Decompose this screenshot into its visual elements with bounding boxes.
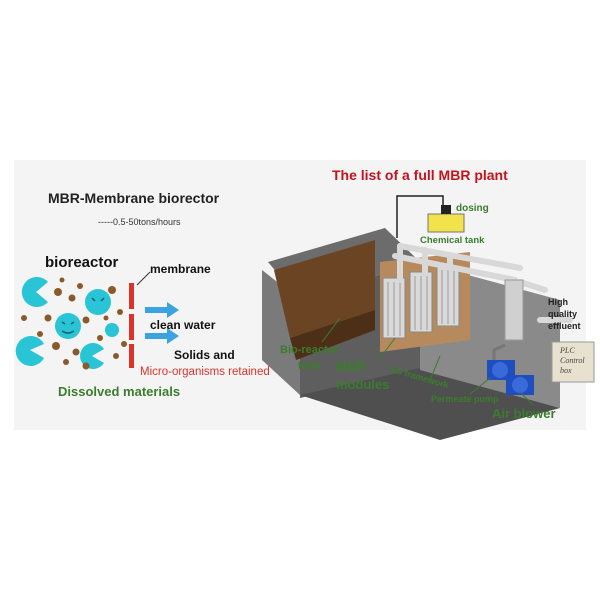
solids-label: Solids and <box>174 348 235 362</box>
plc-control-box <box>551 341 595 383</box>
microbe-6 <box>105 323 119 337</box>
bioreactor-label: bioreactor <box>45 254 119 271</box>
microbe-3 <box>55 313 81 339</box>
high-quality-effluent-label: High quality effluent <box>548 297 581 331</box>
left-title: MBR-Membrane biorector <box>48 190 220 206</box>
microbes-group <box>15 277 119 369</box>
particles-group <box>21 277 127 370</box>
chemical-tank <box>427 213 465 233</box>
chemical-tank-label: Chemical tank <box>420 235 485 246</box>
plant-illustration <box>262 195 595 440</box>
air-blower-label: Air blower <box>492 406 556 421</box>
microbe-2 <box>85 289 111 315</box>
microorganisms-retained-label: Micro-organisms retained <box>140 366 270 378</box>
mbr-modules-label: MBR modules <box>336 359 390 392</box>
leader-lines <box>321 317 534 406</box>
clean-water-arrows <box>145 302 179 344</box>
clean-water-label: clean water <box>150 318 216 332</box>
bioreactor-tank-label: Bio-reactor tank <box>280 344 339 372</box>
plc-control-box-label: PLC Control box <box>560 346 585 375</box>
effluent-column <box>504 279 524 341</box>
dissolved-materials-label: Dissolved materials <box>58 384 181 399</box>
membrane-segments <box>129 283 134 368</box>
dosing-label: dosing <box>456 203 489 214</box>
microbe-1 <box>21 277 48 307</box>
microbe-4 <box>15 336 44 366</box>
membrane-label: membrane <box>150 262 211 276</box>
permeate-pump-label: Permeate pump <box>431 394 499 404</box>
capacity-subtitle: -----0.5-50tons/hours <box>98 217 181 227</box>
microbe-5 <box>80 343 104 369</box>
plant-title: The list of a full MBR plant <box>332 167 508 183</box>
